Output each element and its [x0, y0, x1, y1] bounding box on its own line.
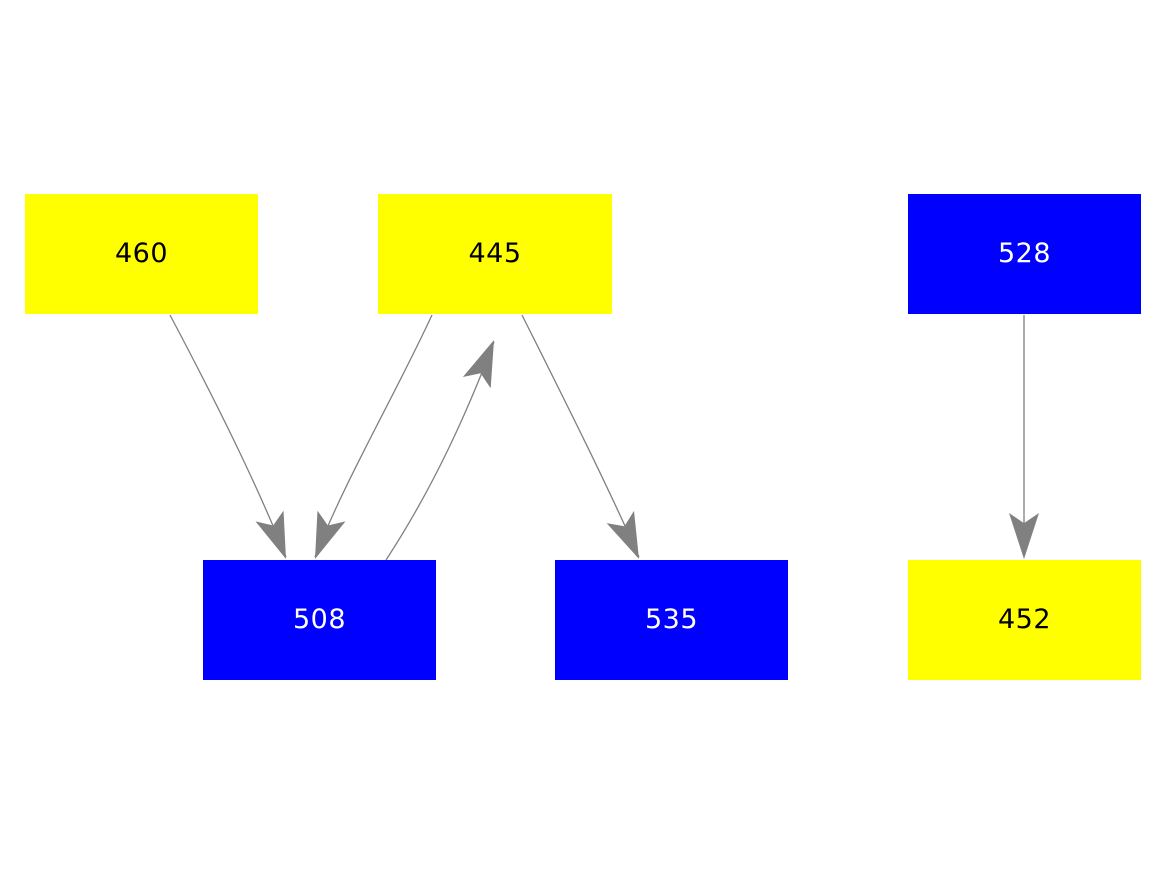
graph-node-460[interactable]: 460 [25, 194, 258, 314]
graph-node-label: 452 [997, 603, 1052, 635]
arrowhead-icon-528-to-452 [1009, 513, 1039, 559]
graph-node-label: 508 [292, 603, 347, 635]
graph-node-445[interactable]: 445 [378, 194, 612, 314]
arrowhead-icon-445-to-535 [606, 510, 639, 559]
graph-edge-445-to-535 [521, 314, 640, 558]
arrowhead-icon-445-to-508 [315, 510, 346, 559]
graph-node-452[interactable]: 452 [908, 560, 1141, 680]
arrowhead-icon-508-to-445 [462, 340, 494, 389]
graph-edge-445-to-508 [314, 314, 433, 558]
graph-edge-460-to-508 [169, 314, 287, 558]
graph-node-535[interactable]: 535 [555, 560, 788, 680]
graph-node-label: 460 [114, 237, 169, 269]
graph-edge-508-to-445 [385, 341, 495, 561]
graph-node-label: 445 [468, 237, 522, 269]
graph-node-label: 528 [997, 237, 1052, 269]
graph-node-528[interactable]: 528 [908, 194, 1141, 314]
graph-node-508[interactable]: 508 [203, 560, 436, 680]
graph-node-label: 535 [644, 603, 699, 635]
arrowhead-icon-460-to-508 [255, 510, 286, 559]
